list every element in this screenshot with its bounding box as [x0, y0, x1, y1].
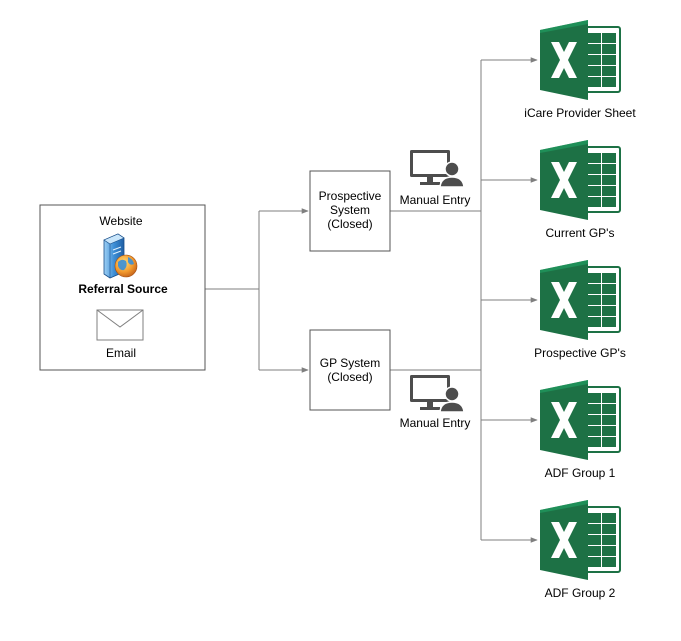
gp-system-box: GP System (Closed) [309, 329, 391, 411]
excel-icon [539, 259, 621, 341]
server-globe-icon [103, 233, 138, 279]
referral-source-label: Referral Source [78, 282, 168, 296]
sheet-label-3: Prospective GP's [534, 346, 626, 360]
sheet-label-5: ADF Group 2 [545, 586, 616, 600]
sheet-4: ADF Group 1 [539, 379, 621, 480]
gp-system-line-2: (Closed) [327, 370, 372, 384]
manual-entry-label-2: Manual Entry [400, 416, 471, 430]
sheet-3: Prospective GP's [534, 259, 626, 360]
excel-icon [539, 19, 621, 101]
manual-entry-1: Manual Entry [400, 149, 471, 207]
prospective-system-line-3: (Closed) [327, 217, 372, 231]
website-label: Website [99, 214, 142, 228]
sheet-1: iCare Provider Sheet [524, 19, 636, 120]
computer-user-icon [409, 374, 465, 413]
prospective-system-line-1: Prospective [319, 189, 382, 203]
excel-icon [539, 499, 621, 581]
sheet-label-2: Current GP's [546, 226, 615, 240]
manual-entry-label-1: Manual Entry [400, 193, 471, 207]
sheet-5: ADF Group 2 [539, 499, 621, 600]
computer-user-icon [409, 149, 465, 188]
manual-entry-2: Manual Entry [400, 374, 471, 430]
envelope-icon [96, 309, 144, 341]
email-label: Email [106, 346, 136, 360]
sheet-label-4: ADF Group 1 [545, 466, 616, 480]
excel-icon [539, 379, 621, 461]
sheet-label-1: iCare Provider Sheet [524, 106, 636, 120]
referral-source-frame [39, 204, 206, 371]
connectors [205, 57, 538, 543]
sheet-2: Current GP's [539, 139, 621, 240]
prospective-system-frame [309, 170, 391, 252]
gp-system-line-1: GP System [320, 356, 380, 370]
referral-source-box: Website Referral Source Email [39, 204, 206, 371]
gp-system-frame [309, 329, 391, 411]
prospective-system-line-2: System [330, 203, 370, 217]
prospective-system-box: Prospective System (Closed) [309, 170, 391, 252]
excel-icon [539, 139, 621, 221]
